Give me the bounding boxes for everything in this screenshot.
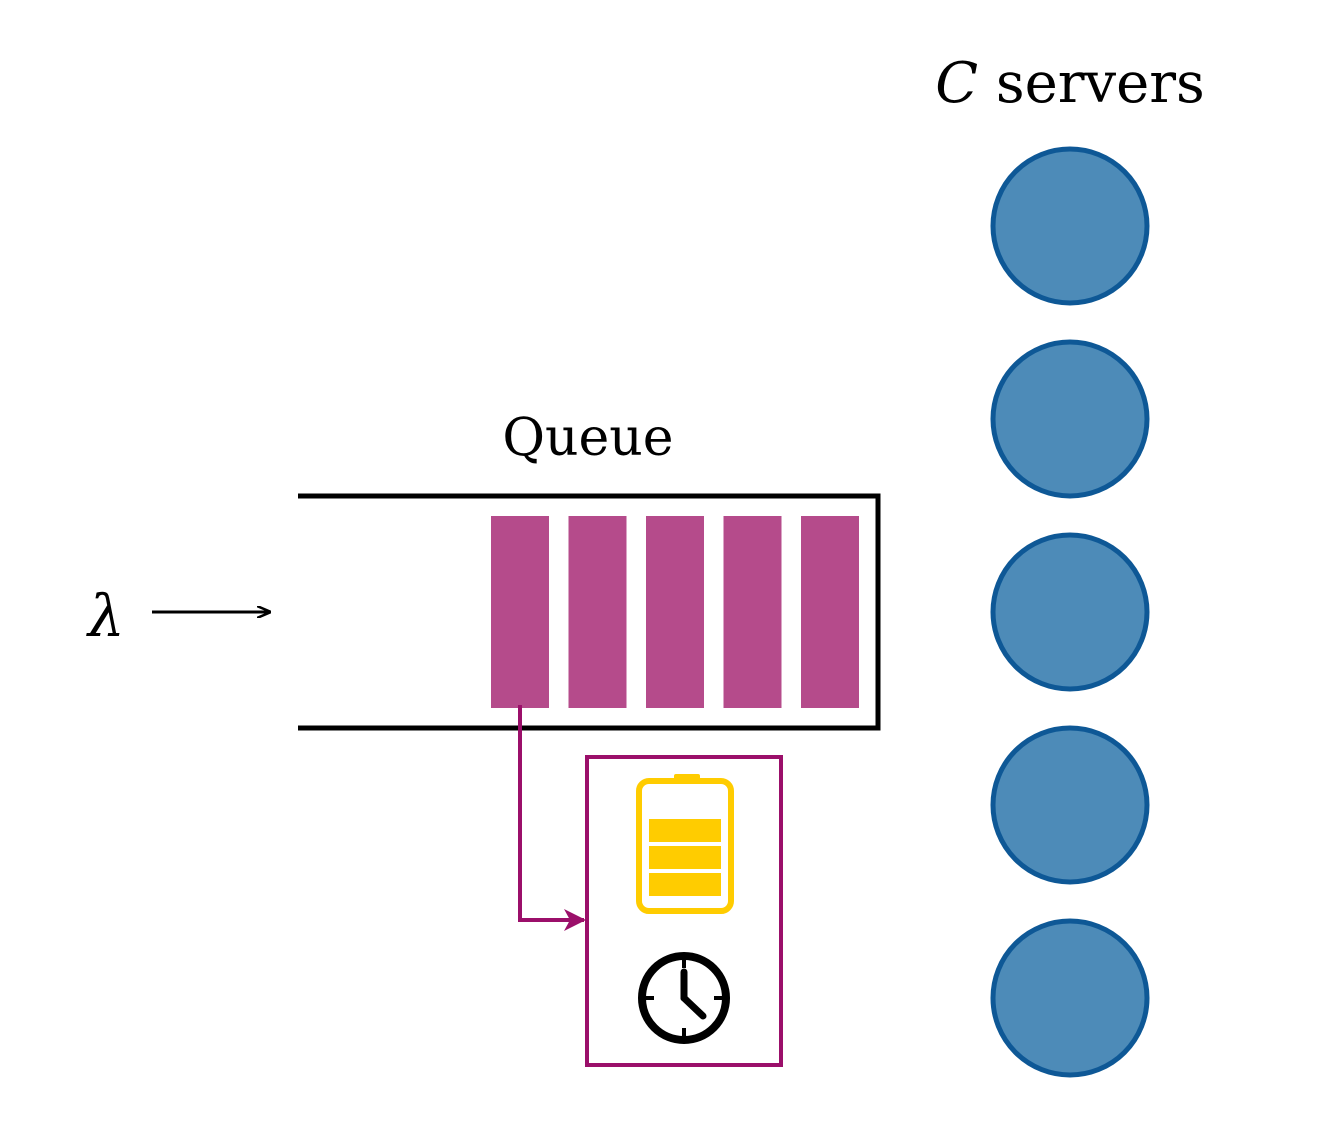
server-3 — [990, 532, 1150, 692]
queue-slot-2 — [568, 516, 627, 708]
servers-label: servers — [996, 51, 1205, 116]
arrival-rate-label: λ — [86, 582, 125, 650]
battery-cell — [649, 819, 721, 842]
server-1 — [990, 146, 1150, 306]
server-2 — [990, 339, 1150, 499]
servers — [990, 146, 1150, 1078]
queue-slot-1 — [491, 516, 549, 708]
clock-icon — [638, 952, 730, 1044]
battery-cell — [649, 873, 721, 896]
servers-count-symbol: C — [935, 51, 978, 116]
queue-slot-5 — [801, 516, 859, 708]
server-5 — [990, 918, 1150, 1078]
battery-icon — [636, 774, 734, 914]
server-4 — [990, 725, 1150, 885]
queue-slot-4 — [723, 516, 782, 708]
servers-title: C servers — [935, 51, 1205, 116]
job-detail-connector — [518, 705, 586, 931]
battery-cell — [649, 846, 721, 869]
queue-slot-3 — [646, 516, 704, 708]
queue-container — [298, 493, 881, 731]
queue-title: Queue — [502, 408, 673, 468]
queue-slots — [491, 516, 859, 708]
